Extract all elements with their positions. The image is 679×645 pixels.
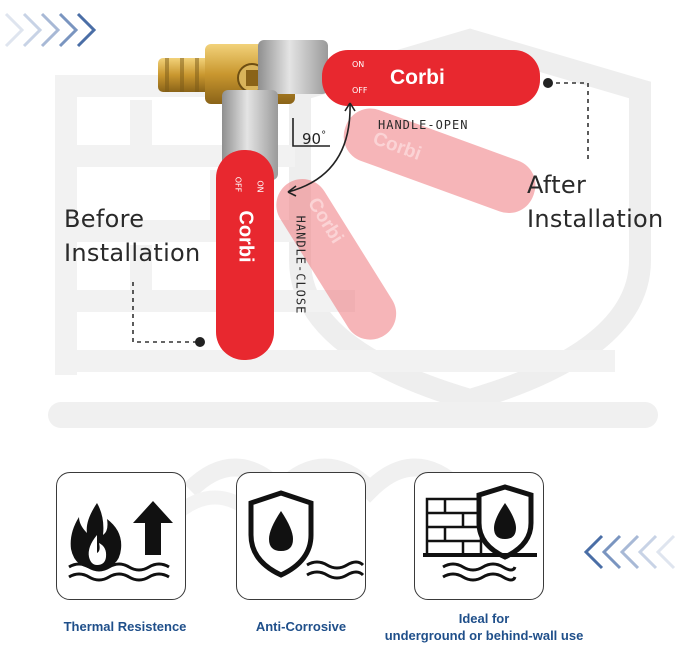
leader-dot-after bbox=[543, 78, 553, 88]
caption-thermal: Thermal Resistence bbox=[63, 619, 187, 634]
leader-line-after bbox=[548, 82, 589, 160]
feature-card-thermal bbox=[56, 472, 186, 600]
handle-brand-logo-vertical: Corbi bbox=[234, 210, 257, 263]
caption-underground: Ideal for underground or behind-wall use bbox=[384, 611, 584, 643]
feature-card-underground bbox=[414, 472, 544, 600]
after-installation-label: After Installation bbox=[527, 171, 664, 233]
caption-corrosion: Anti-Corrosive bbox=[255, 619, 347, 634]
before-installation-label: Before Installation bbox=[64, 205, 201, 267]
feature-card-corrosion bbox=[236, 472, 366, 600]
handle-on-label: ON bbox=[352, 60, 365, 69]
handle-off-label-vertical: OFF bbox=[233, 176, 243, 193]
shield-water-drop-icon bbox=[248, 490, 365, 580]
leader-line-before bbox=[132, 282, 200, 343]
handle-close-label: HANDLE-CLOSE bbox=[293, 215, 308, 315]
handle-open-position bbox=[322, 50, 540, 106]
wall-shield-drop-icon bbox=[423, 484, 537, 582]
leader-dot-before bbox=[195, 337, 205, 347]
chevrons-bottom-right-icon bbox=[583, 534, 676, 570]
handle-open-label: HANDLE-OPEN bbox=[378, 118, 469, 132]
divider-band bbox=[48, 402, 658, 428]
angle-value: 90° bbox=[302, 130, 327, 148]
handle-brand-logo: Corbi bbox=[390, 66, 445, 89]
chevrons-top-left-icon bbox=[4, 12, 97, 48]
angle-indicator bbox=[287, 102, 356, 197]
faded-handle-middle bbox=[343, 108, 536, 214]
faded-handle-low bbox=[276, 179, 397, 340]
flame-temperature-icon bbox=[68, 501, 173, 582]
handle-off-label: OFF bbox=[352, 86, 368, 95]
handle-on-label-vertical: ON bbox=[255, 180, 265, 193]
handle-closed-position bbox=[216, 150, 274, 360]
